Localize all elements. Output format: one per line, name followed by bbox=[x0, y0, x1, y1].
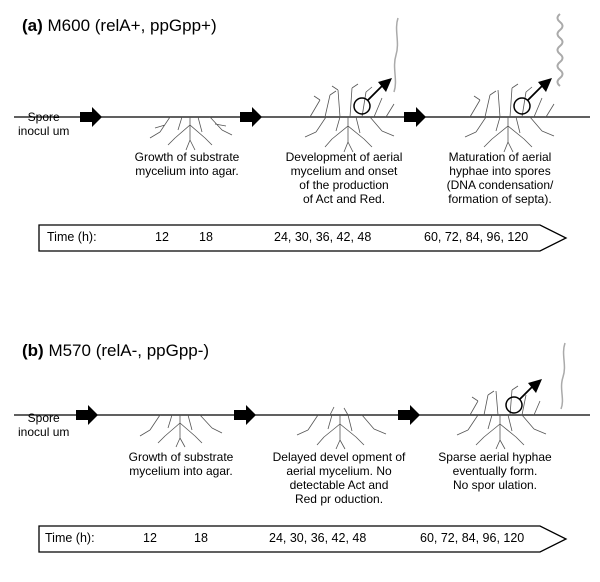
stage-line: eventually form. bbox=[452, 464, 538, 478]
block-arrow-1 bbox=[80, 107, 102, 127]
block-arrow-2 bbox=[240, 107, 262, 127]
block-arrow-1 bbox=[76, 405, 98, 425]
substrate-mycelium-2 bbox=[296, 406, 387, 450]
time-value-18: 18 bbox=[194, 531, 208, 545]
substrate-mycelium-3 bbox=[464, 116, 555, 153]
magnifier-arrow-a2 bbox=[367, 85, 383, 101]
stage-line: hyphae into spores bbox=[449, 164, 551, 178]
timeline-bar-b: Time (h): 12 18 24, 30, 36, 42, 48 60, 7… bbox=[38, 524, 568, 554]
stage-line: Red pr oduction. bbox=[294, 492, 384, 506]
aerial-mycelium-3 bbox=[469, 83, 555, 118]
stage-1-text-a: Growth of substrate mycelium into agar. bbox=[112, 150, 262, 178]
time-value-60-120: 60, 72, 84, 96, 120 bbox=[420, 531, 525, 545]
timeline-bar-a: Time (h): 12 18 24, 30, 36, 42, 48 60, 7… bbox=[38, 223, 568, 253]
timeline-arrow-shape bbox=[38, 525, 568, 553]
block-arrow-2 bbox=[234, 405, 256, 425]
time-label: Time (h): bbox=[45, 531, 95, 545]
panel-a-title: (a) M600 (relA+, ppGpp+) bbox=[22, 16, 217, 36]
stage-line: of Act and Red. bbox=[302, 192, 386, 206]
stage-line: Development of aerial bbox=[285, 150, 403, 164]
spore-label-line2: inocul um bbox=[18, 425, 70, 439]
stage-line: mycelium into agar. bbox=[135, 164, 239, 178]
magnifier-arrowhead-a3 bbox=[538, 78, 552, 92]
stage-line: No spor ulation. bbox=[452, 478, 538, 492]
stage-line: mycelium into agar. bbox=[129, 464, 233, 478]
panel-b: (b) M570 (relA-, ppGpp-) Spore inocul um… bbox=[0, 291, 600, 582]
aerial-hypha-b3 bbox=[560, 342, 566, 410]
panel-b-illustration bbox=[14, 342, 590, 450]
stage-line: Growth of substrate bbox=[134, 150, 240, 164]
time-label: Time (h): bbox=[47, 230, 97, 244]
magnifier-circle-b3 bbox=[505, 396, 523, 414]
stage-2-text-a: Development of aerial mycelium and onset… bbox=[264, 150, 424, 206]
substrate-mycelium-1 bbox=[139, 414, 223, 448]
stage-line: of the production bbox=[299, 178, 389, 192]
magnifier-arrowhead-b3 bbox=[528, 379, 542, 393]
spore-chain-a3 bbox=[556, 13, 564, 87]
stage-3-text-b: Sparse aerial hyphae eventually form. No… bbox=[420, 450, 570, 492]
panel-a: (a) M600 (relA+, ppGpp+) bbox=[14, 13, 590, 253]
stage-line: detectable Act and bbox=[289, 478, 389, 492]
spore-label-line2: inocul um bbox=[18, 124, 70, 138]
time-value-24-48: 24, 30, 36, 42, 48 bbox=[274, 230, 372, 244]
panel-b-tag: (b) bbox=[22, 341, 44, 360]
stage-line: Delayed devel opment of bbox=[272, 450, 406, 464]
timeline-arrow-shape bbox=[38, 224, 568, 252]
spore-label-line1: Spore bbox=[27, 110, 60, 124]
aerial-mycelium-2 bbox=[309, 83, 395, 118]
substrate-mycelium-2 bbox=[304, 116, 395, 153]
panel-b-title: (b) M570 (relA-, ppGpp-) bbox=[22, 341, 209, 361]
stage-line: Maturation of aerial bbox=[448, 150, 552, 164]
aerial-hypha-a2 bbox=[393, 17, 399, 93]
magnifier-arrow-a3 bbox=[527, 85, 543, 101]
spore-label-line1: Spore bbox=[27, 411, 60, 425]
time-value-12: 12 bbox=[143, 531, 157, 545]
time-value-24-48: 24, 30, 36, 42, 48 bbox=[269, 531, 367, 545]
panel-a-illustration bbox=[14, 13, 590, 153]
time-value-18: 18 bbox=[199, 230, 213, 244]
stage-line: mycelium and onset bbox=[290, 164, 398, 178]
stage-line: formation of septa). bbox=[448, 192, 552, 206]
magnifier-arrowhead-a2 bbox=[378, 78, 392, 92]
stage-3-text-a: Maturation of aerial hyphae into spores … bbox=[424, 150, 576, 206]
magnifier-circle-a2 bbox=[353, 97, 371, 115]
substrate-mycelium-1 bbox=[149, 116, 233, 151]
spore-inoculum-label-b: Spore inocul um bbox=[18, 411, 69, 439]
aerial-mycelium-b3 bbox=[469, 385, 541, 416]
magnifier-circle-a3 bbox=[513, 97, 531, 115]
stage-2-text-b: Delayed devel opment of aerial mycelium.… bbox=[256, 450, 422, 506]
substrate-mycelium-3 bbox=[456, 414, 547, 450]
stage-line: aerial mycelium. No bbox=[286, 464, 392, 478]
magnifier-arrow-b3 bbox=[519, 386, 533, 400]
spore-inoculum-label-a: Spore inocul um bbox=[18, 110, 69, 138]
panel-a-strain: M600 (relA+, ppGpp+) bbox=[42, 16, 217, 35]
time-value-12: 12 bbox=[155, 230, 169, 244]
stage-line: Growth of substrate bbox=[128, 450, 234, 464]
stage-line: (DNA condensation/ bbox=[446, 178, 554, 192]
stage-line: Sparse aerial hyphae bbox=[438, 450, 552, 464]
time-value-60-120: 60, 72, 84, 96, 120 bbox=[424, 230, 529, 244]
block-arrow-3 bbox=[398, 405, 420, 425]
panel-a-tag: (a) bbox=[22, 16, 43, 35]
block-arrow-3 bbox=[404, 107, 426, 127]
panel-b-strain: M570 (relA-, ppGpp-) bbox=[43, 341, 210, 360]
stage-1-text-b: Growth of substrate mycelium into agar. bbox=[106, 450, 256, 478]
